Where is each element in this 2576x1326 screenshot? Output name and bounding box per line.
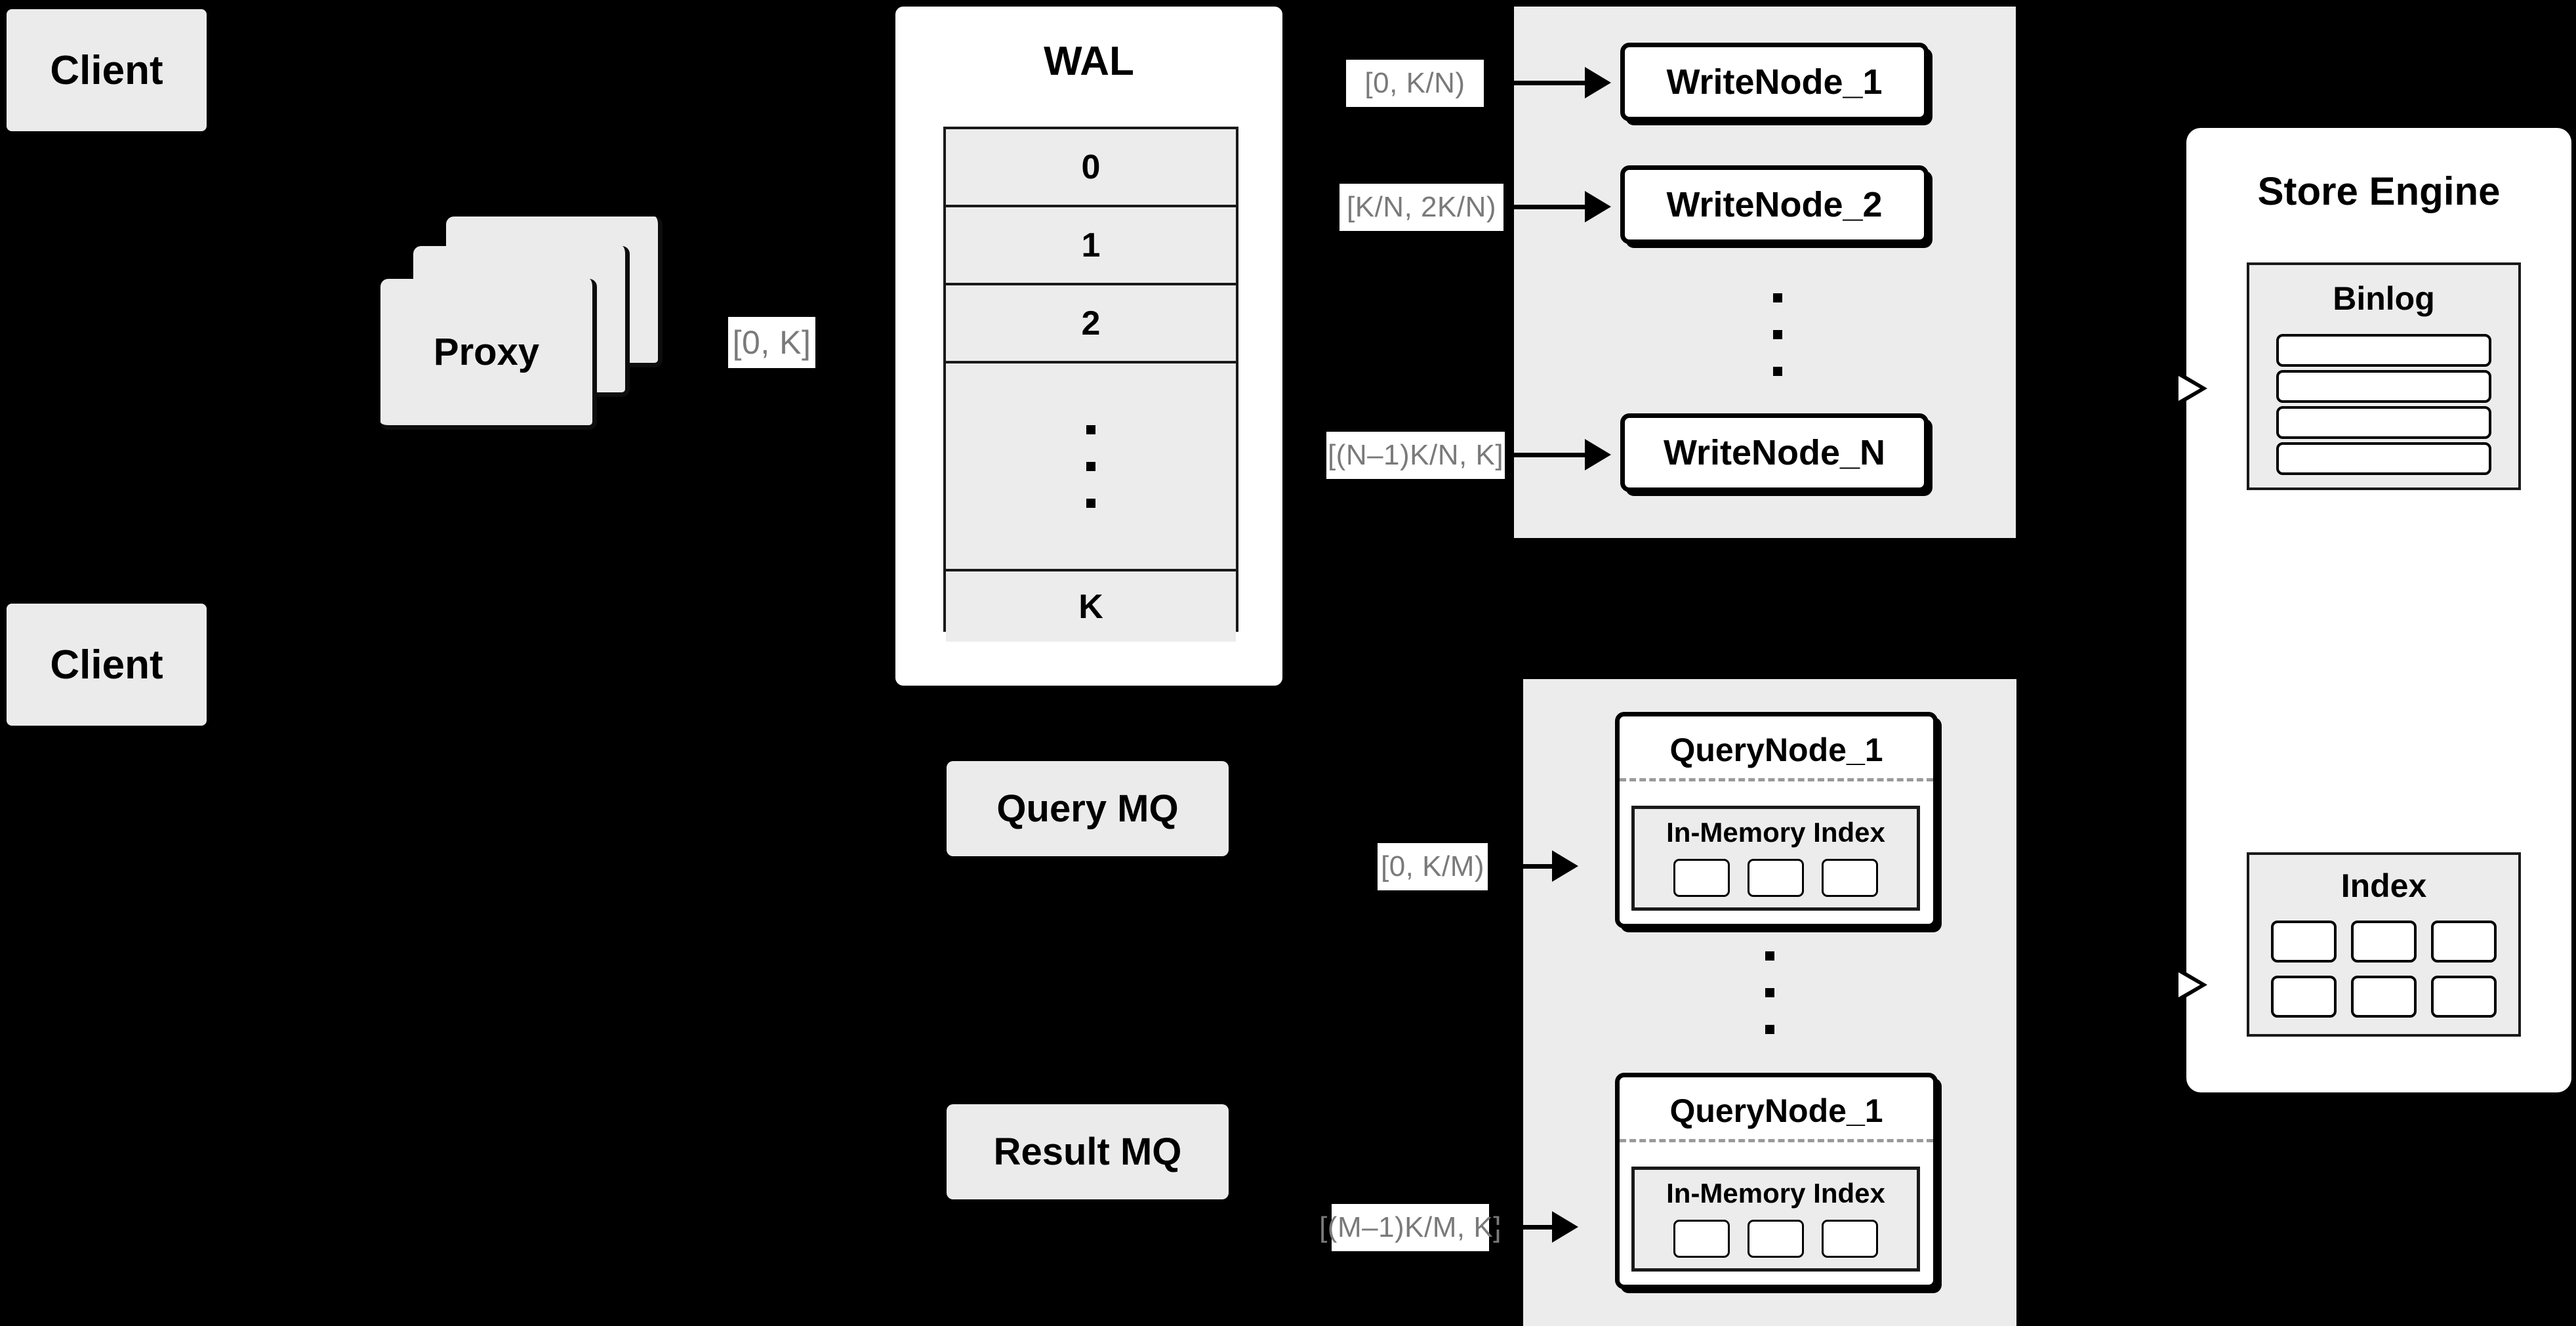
memory-index-segment[interactable] bbox=[1822, 1220, 1878, 1258]
store-engine-panel: Store Engine Binlog Index bbox=[2186, 128, 2571, 1092]
query-node-2-range-text: [(M–1)K/M, K] bbox=[1319, 1211, 1502, 1243]
client-label-2: Client bbox=[50, 642, 163, 688]
ellipsis-dot-icon bbox=[1765, 988, 1774, 997]
query-node-1-title: QueryNode_1 bbox=[1669, 732, 1883, 768]
ellipsis-dot-icon bbox=[1086, 461, 1095, 471]
ellipsis-dot-icon bbox=[1086, 498, 1095, 508]
arrow-head-icon bbox=[1585, 67, 1611, 98]
index-title: Index bbox=[2341, 867, 2427, 904]
result-mq-label: Result MQ bbox=[993, 1130, 1182, 1173]
memory-index-segment[interactable] bbox=[1822, 859, 1878, 897]
write-node-1-label: WriteNode_1 bbox=[1666, 62, 1883, 102]
wal-row-2[interactable]: 2 bbox=[946, 285, 1236, 363]
proxy-range-text: [0, K] bbox=[732, 324, 811, 361]
wal-row-ellipsis bbox=[946, 363, 1236, 571]
arrow-to-binlog bbox=[2127, 386, 2178, 390]
arrow-to-query-node-1 bbox=[1488, 864, 1553, 869]
memory-index-segment[interactable] bbox=[1748, 1220, 1804, 1258]
write-node-n[interactable]: WriteNode_N bbox=[1620, 413, 1929, 492]
index-cell[interactable] bbox=[2351, 976, 2417, 1018]
index-cell[interactable] bbox=[2271, 921, 2337, 963]
binlog-row[interactable] bbox=[2276, 406, 2491, 439]
query-node-1-memory-index: In-Memory Index bbox=[1631, 806, 1920, 911]
binlog-row[interactable] bbox=[2276, 442, 2491, 475]
wal-row-label-1: 1 bbox=[1081, 226, 1101, 264]
ellipsis-dot-icon bbox=[1086, 425, 1095, 434]
wal-entry-list: 0 1 2 K bbox=[943, 127, 1238, 642]
query-node-1-separator bbox=[1620, 778, 1933, 781]
arrow-to-write-node-1 bbox=[1484, 81, 1587, 85]
ellipsis-dot-icon bbox=[1765, 1025, 1774, 1034]
arrow-head-icon bbox=[1585, 191, 1611, 222]
query-node-1-index-title: In-Memory Index bbox=[1666, 817, 1885, 848]
query-node-2-range-label: [(M–1)K/M, K] bbox=[1319, 1204, 1501, 1251]
proxy-stack[interactable]: Proxy bbox=[380, 217, 669, 433]
write-node-1[interactable]: WriteNode_1 bbox=[1620, 43, 1929, 121]
write-node-2-range-label: [K/N, 2K/N) bbox=[1339, 184, 1503, 231]
index-cell[interactable] bbox=[2431, 921, 2497, 963]
ellipsis-dot-icon bbox=[1773, 367, 1782, 376]
binlog-row[interactable] bbox=[2276, 370, 2491, 403]
proxy-card-front: Proxy bbox=[380, 279, 597, 430]
query-node-2[interactable]: QueryNode_1 In-Memory Index bbox=[1615, 1073, 1938, 1289]
index-cell[interactable] bbox=[2431, 976, 2497, 1018]
query-node-2-memory-index: In-Memory Index bbox=[1631, 1167, 1920, 1272]
binlog-title: Binlog bbox=[2333, 280, 2435, 317]
arrow-head-icon bbox=[1552, 850, 1578, 882]
binlog-panel: Binlog bbox=[2247, 262, 2521, 490]
arrow-to-write-node-2 bbox=[1503, 205, 1587, 209]
write-node-n-range-label: [(N–1)K/N, K] bbox=[1326, 432, 1505, 479]
client-box-1[interactable]: Client bbox=[7, 9, 207, 131]
wal-panel: WAL 0 1 2 K bbox=[895, 7, 1282, 686]
index-cell[interactable] bbox=[2271, 976, 2337, 1018]
query-node-2-title: QueryNode_1 bbox=[1669, 1092, 1883, 1129]
proxy-label: Proxy bbox=[433, 331, 540, 373]
query-node-1-range-label: [0, K/M) bbox=[1378, 843, 1488, 890]
write-node-1-range-text: [0, K/N) bbox=[1364, 67, 1465, 99]
wal-row-label-0: 0 bbox=[1081, 148, 1101, 186]
wal-row-0[interactable]: 0 bbox=[946, 129, 1236, 207]
arrow-head-icon bbox=[1585, 439, 1611, 470]
arrow-head-icon bbox=[1552, 1211, 1578, 1243]
store-engine-title: Store Engine bbox=[2257, 169, 2501, 213]
arrow-head-open-icon bbox=[2178, 968, 2207, 1002]
client-label-1: Client bbox=[50, 47, 163, 93]
write-node-n-label: WriteNode_N bbox=[1663, 433, 1886, 472]
query-node-2-separator bbox=[1620, 1139, 1933, 1142]
wal-row-last[interactable]: K bbox=[946, 571, 1236, 642]
write-node-2-range-text: [K/N, 2K/N) bbox=[1347, 191, 1496, 223]
ellipsis-dot-icon bbox=[1773, 330, 1782, 339]
write-node-2-label: WriteNode_2 bbox=[1666, 185, 1883, 224]
result-mq-box[interactable]: Result MQ bbox=[947, 1104, 1229, 1199]
query-node-2-index-title: In-Memory Index bbox=[1666, 1178, 1885, 1209]
wal-row-1[interactable]: 1 bbox=[946, 207, 1236, 285]
write-node-n-range-text: [(N–1)K/N, K] bbox=[1327, 439, 1504, 471]
wal-row-label-last: K bbox=[1078, 587, 1103, 626]
wal-row-label-2: 2 bbox=[1081, 304, 1101, 342]
arrow-to-index bbox=[2127, 949, 2178, 953]
query-node-1[interactable]: QueryNode_1 In-Memory Index bbox=[1615, 712, 1938, 928]
query-mq-box[interactable]: Query MQ bbox=[947, 761, 1229, 856]
write-node-1-range-label: [0, K/N) bbox=[1346, 60, 1484, 107]
memory-index-segment[interactable] bbox=[1748, 859, 1804, 897]
index-panel: Index bbox=[2247, 852, 2521, 1037]
client-box-2[interactable]: Client bbox=[7, 604, 207, 726]
ellipsis-dot-icon bbox=[1773, 293, 1782, 302]
memory-index-segment[interactable] bbox=[1673, 859, 1730, 897]
arrow-to-write-node-n bbox=[1505, 453, 1587, 457]
arrow-head-open-icon bbox=[2178, 371, 2207, 405]
write-node-2[interactable]: WriteNode_2 bbox=[1620, 165, 1929, 244]
proxy-range-label: [0, K] bbox=[728, 317, 815, 368]
index-cell[interactable] bbox=[2351, 921, 2417, 963]
query-node-1-range-text: [0, K/M) bbox=[1380, 850, 1485, 882]
write-cluster-ellipsis bbox=[1768, 272, 1788, 397]
ellipsis-dot-icon bbox=[1765, 951, 1774, 961]
memory-index-segment[interactable] bbox=[1673, 1220, 1730, 1258]
query-mq-label: Query MQ bbox=[996, 787, 1179, 830]
arrow-to-query-node-2 bbox=[1489, 1225, 1553, 1230]
binlog-row[interactable] bbox=[2276, 334, 2491, 367]
query-cluster-ellipsis bbox=[1760, 943, 1780, 1042]
wal-title: WAL bbox=[1044, 39, 1134, 84]
